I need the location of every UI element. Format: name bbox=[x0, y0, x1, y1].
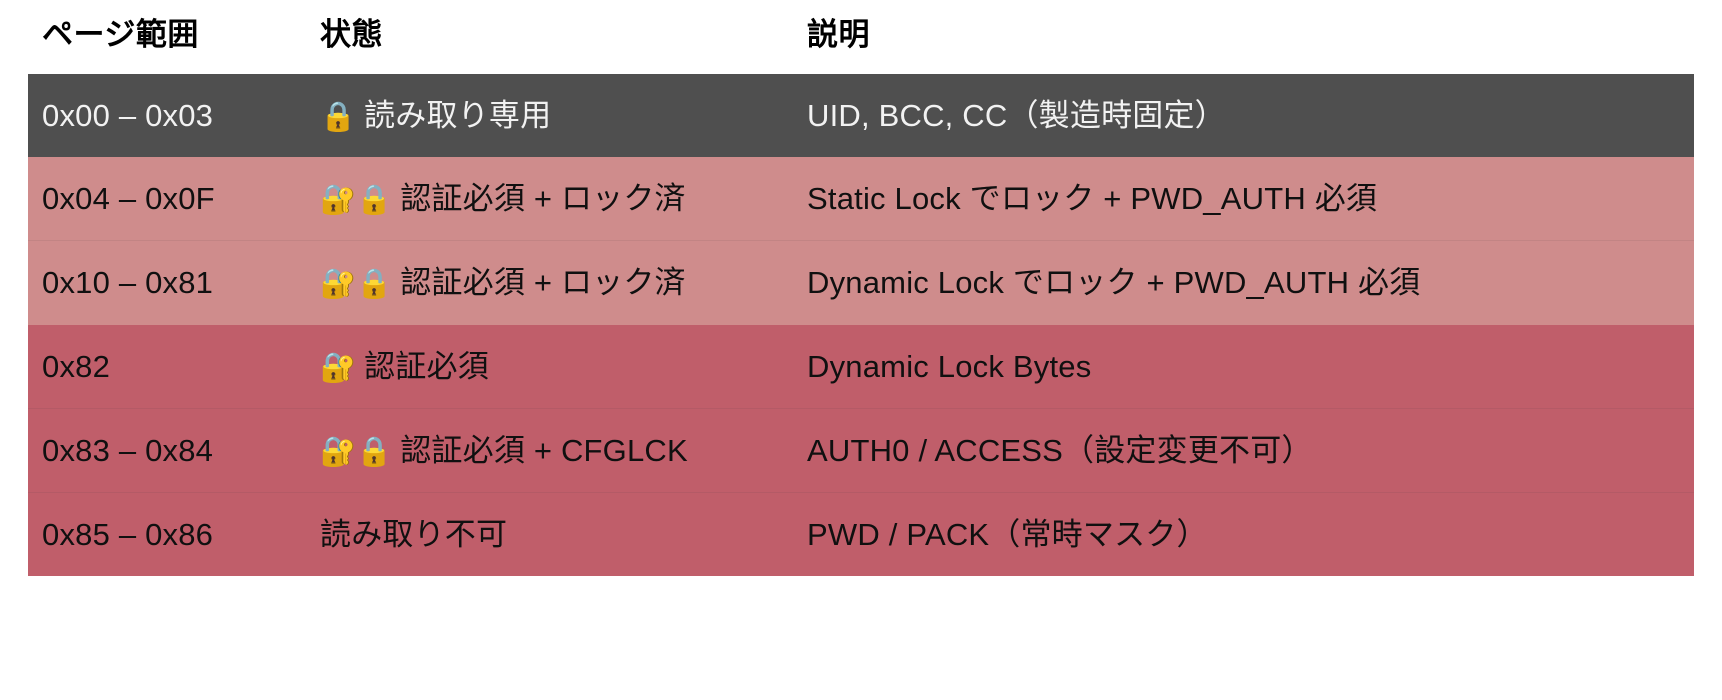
cell-state: 🔐🔒認証必須 + CFGLCK bbox=[306, 407, 793, 493]
cell-page-range: 0x00 – 0x03 bbox=[28, 74, 306, 158]
lock-icon: 🔒 bbox=[356, 266, 393, 301]
table-header: ページ範囲 状態 説明 bbox=[28, 0, 1694, 75]
cell-description: PWD / PACK（常時マスク） bbox=[793, 492, 1694, 577]
lock-with-key-icon: 🔐 bbox=[320, 266, 357, 301]
column-header-description: 説明 bbox=[793, 0, 1694, 75]
cell-description: Static Lock でロック + PWD_AUTH 必須 bbox=[793, 157, 1694, 241]
state-label: 認証必須 + ロック済 bbox=[400, 265, 686, 301]
state-icon-group: 🔐🔒 bbox=[320, 266, 392, 300]
state-label: 認証必須 bbox=[364, 348, 489, 384]
cell-state: 読み取り不可 bbox=[306, 492, 793, 577]
state-icon-group: 🔒 bbox=[320, 99, 356, 133]
column-header-state: 状態 bbox=[306, 0, 793, 75]
cell-description: UID, BCC, CC（製造時固定） bbox=[793, 74, 1694, 158]
state-label: 認証必須 + CFGLCK bbox=[400, 432, 688, 468]
state-label: 認証必須 + ロック済 bbox=[400, 181, 686, 217]
column-header-page-range: ページ範囲 bbox=[28, 0, 306, 75]
cell-description: Dynamic Lock Bytes bbox=[793, 324, 1694, 409]
state-icon-group: 🔐🔒 bbox=[320, 434, 392, 468]
lock-with-key-icon: 🔐 bbox=[320, 433, 357, 468]
lock-with-key-icon: 🔐 bbox=[320, 349, 357, 384]
lock-icon: 🔒 bbox=[320, 99, 357, 134]
lock-icon: 🔒 bbox=[356, 182, 393, 217]
state-label: 読み取り不可 bbox=[320, 517, 508, 553]
cell-state: 🔐認証必須 bbox=[306, 324, 793, 409]
cell-state: 🔐🔒認証必須 + ロック済 bbox=[306, 157, 793, 241]
lock-icon: 🔒 bbox=[356, 433, 393, 468]
table-row: 0x85 – 0x86 読み取り不可 PWD / PACK（常時マスク） bbox=[28, 492, 1694, 577]
cell-state: 🔒読み取り専用 bbox=[306, 74, 793, 158]
cell-page-range: 0x82 bbox=[28, 324, 306, 409]
cell-state: 🔐🔒認証必須 + ロック済 bbox=[306, 240, 793, 325]
state-icon-group: 🔐 bbox=[320, 350, 356, 384]
cell-page-range: 0x04 – 0x0F bbox=[28, 157, 306, 241]
cell-description: Dynamic Lock でロック + PWD_AUTH 必須 bbox=[793, 240, 1694, 325]
cell-page-range: 0x83 – 0x84 bbox=[28, 407, 306, 493]
cell-description: AUTH0 / ACCESS（設定変更不可） bbox=[793, 407, 1694, 493]
state-label: 読み取り専用 bbox=[364, 98, 552, 134]
cell-page-range: 0x10 – 0x81 bbox=[28, 240, 306, 325]
state-icon-group: 🔐🔒 bbox=[320, 182, 392, 216]
header-row: ページ範囲 状態 説明 bbox=[28, 0, 1694, 75]
lock-with-key-icon: 🔐 bbox=[320, 182, 357, 217]
cell-page-range: 0x85 – 0x86 bbox=[28, 492, 306, 577]
